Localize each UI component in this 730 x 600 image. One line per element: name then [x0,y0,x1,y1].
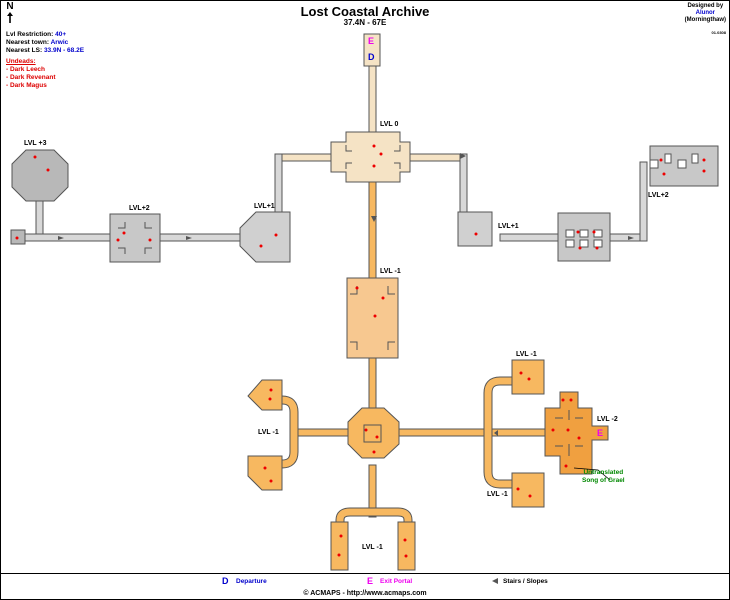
label-lvlm1-bottom: LVL -1 [362,544,383,551]
corridor-west-mid [159,233,241,242]
corridor-hub-left [289,428,349,437]
room-lvl1-left [239,211,291,263]
room-lvlm1-center [346,277,399,359]
label-lvl1-left: LVL+1 [254,203,275,210]
designer-server: (Morningthaw) [684,17,726,23]
room-lvlm1-left-top [247,379,283,411]
corridor-west-upper [274,153,332,162]
label-lvl2-right: LVL+2 [648,192,669,199]
undead-item: - Dark Magus [6,82,47,89]
level-restriction: Lvl Restriction: 40+ [6,31,84,39]
footer-credit: © ACMAPS - http://www.acmaps.com [303,590,427,597]
level-restriction-label: Lvl Restriction: [6,31,54,38]
room-lvlm1-bottom-left [330,521,349,571]
room-lvl0 [330,131,411,183]
room-lvlm1-right-top [511,359,545,395]
corridor-lvl3-stem [35,199,44,236]
map-coordinates: 37.4N - 67E [343,18,387,27]
room-lvl2-left [109,213,161,263]
room-lvlm1-right-bottom [511,472,545,508]
room-lvlm1-bottom-right [397,521,416,571]
annotation-text: Untranslated Song of Grael [582,469,625,485]
label-lvl2-left: LVL+2 [129,205,150,212]
stairs-markers [58,153,634,436]
nearest-ls-label: Nearest LS: [6,47,43,54]
map-title: Lost Coastal Archive [300,4,430,19]
legend-departure-label: Departure [236,578,267,585]
room-lvlm2 [544,391,609,475]
nearest-town-label: Nearest town: [6,39,49,46]
legend-stairs-icon [492,578,498,584]
compass-north-icon: N [4,2,16,24]
room-lvlm1-left-bottom [247,455,283,491]
designer-name: Alunor [695,10,715,16]
departure-marker: D [368,52,375,62]
corridor-east-up [639,161,648,242]
annotation-pointer [573,467,611,481]
info-block: Lvl Restriction: 40+ Nearest town: Arwic… [6,31,84,90]
level-restriction-value: 40+ [55,31,67,38]
nearest-ls-value: 33.9N - 68.2E [43,47,85,54]
label-lvl0: LVL 0 [380,121,399,128]
corridor-west-long [23,233,111,242]
corridor-north [368,65,377,133]
corridor-hub-right [396,428,546,437]
nearest-town-value: Arwic [50,39,69,46]
label-lvlm1-left: LVL -1 [258,429,279,436]
legend-exit-symbol: E [367,576,374,586]
designed-by-label: Designed by [687,3,724,9]
annotation-line: Song of Grael [582,477,625,484]
undead-spawns [15,144,706,558]
designer-credit: Designed by Alunor (Morningthaw) [685,3,726,24]
nearest-town: Nearest town: Arwic [6,39,84,47]
room-lvl3 [11,149,69,202]
label-lvl1-right: LVL+1 [498,223,519,230]
exit-marker: E [368,36,375,46]
corridor-drop-left [274,153,283,217]
legend-exit-label: Exit Portal [380,578,413,585]
annotation-line: Untranslated [583,469,624,476]
legend-stairs-label: Stairs / Slopes [503,578,548,585]
label-lvlm2: LVL -2 [597,416,618,423]
departure-room [363,33,381,67]
undead-item: - Dark Revenant [6,74,56,81]
nearest-lifestone: Nearest LS: 33.9N - 68.2E [6,47,84,55]
legend-frame [0,573,730,589]
corridor-center-lower [368,357,377,411]
corridor-east-mid [499,233,559,242]
legend-departure-symbol: D [222,576,229,586]
exit-room-marker: E [597,428,604,438]
corridor-east-upper [409,153,467,162]
room-lvl1-right [457,211,493,247]
undead-item: - Dark Leech [6,66,46,73]
label-lvlm1-right-top: LVL -1 [516,351,537,358]
compass-label: N [6,1,14,12]
label-lvl3: LVL +3 [24,140,47,147]
corridor-center-upper [368,181,377,279]
label-lvlm1-right-bottom: LVL -1 [487,491,508,498]
undeads-heading: Undeads: [6,58,36,65]
room-hub [347,407,400,459]
version-label: 01.0308 [711,30,726,35]
corridor-drop-right [459,153,468,217]
corridor-center-bottom [368,464,377,518]
label-lvlm1-center: LVL -1 [380,268,401,275]
